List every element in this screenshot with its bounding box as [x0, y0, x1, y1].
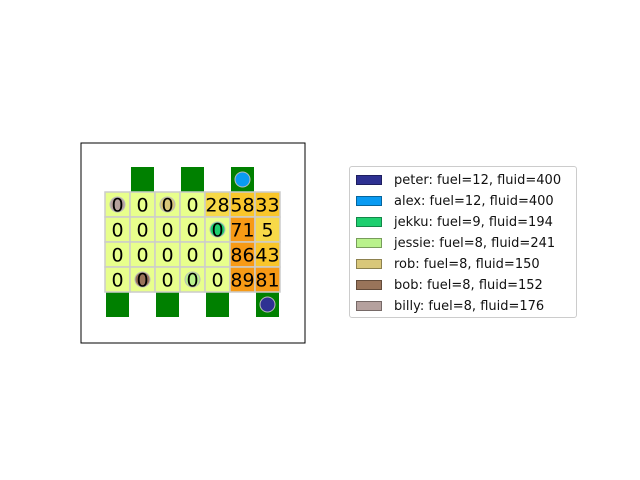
cell-value: 0: [111, 195, 123, 217]
legend-item-bob: bob: fuel=8, fluid=152: [356, 276, 543, 294]
cell-value: 43: [255, 245, 279, 267]
agent-billy: [109, 196, 126, 213]
agent-legend: peter: fuel=12, fluid=400 alex: fuel=12,…: [349, 166, 577, 318]
legend-item-billy: billy: fuel=8, fluid=176: [356, 297, 544, 315]
grid-cell: [254, 216, 281, 243]
station-bottom-0: [106, 292, 129, 317]
cell-value: 0: [111, 220, 123, 242]
cell-value: 58: [230, 195, 254, 217]
cell-value: 81: [255, 270, 279, 292]
grid-cell: [179, 241, 206, 268]
grid-cell: [254, 191, 281, 218]
legend-item-peter: peter: fuel=12, fluid=400: [356, 171, 561, 189]
cell-value: 0: [136, 245, 148, 267]
legend-swatch-jessie: [356, 238, 382, 248]
grid-cell: [104, 266, 131, 293]
cell-value: 0: [211, 270, 223, 292]
agent-peter: [259, 296, 276, 313]
agent-jessie: [184, 271, 201, 288]
legend-swatch-bob: [356, 280, 382, 290]
legend-label-jessie: jessie: fuel=8, fluid=241: [394, 235, 556, 251]
grid-cell: [179, 216, 206, 243]
station-top-3: [181, 167, 204, 192]
grid-cell: [204, 191, 231, 218]
grid-cell: [229, 241, 256, 268]
station-bottom-4: [206, 292, 229, 317]
cell-value: 0: [136, 270, 148, 292]
grid-cell: [229, 266, 256, 293]
cell-value: 28: [205, 195, 229, 217]
grid-cell: [254, 241, 281, 268]
legend-item-jekku: jekku: fuel=9, fluid=194: [356, 213, 553, 231]
agent-rob: [159, 196, 176, 213]
cell-value: 86: [230, 245, 254, 267]
legend-swatch-rob: [356, 259, 382, 269]
legend-swatch-billy: [356, 301, 382, 311]
grid-cell: [129, 241, 156, 268]
cell-value: 0: [161, 195, 173, 217]
legend-swatch-alex: [356, 196, 382, 206]
cell-value: 0: [161, 245, 173, 267]
station-bottom-2: [156, 292, 179, 317]
cell-value: 33: [255, 195, 279, 217]
cell-value: 0: [186, 195, 198, 217]
grid-cell: [204, 266, 231, 293]
legend-swatch-peter: [356, 175, 382, 185]
cell-value: 71: [230, 220, 254, 242]
legend-label-alex: alex: fuel=12, fluid=400: [394, 193, 554, 209]
agent-alex: [234, 171, 251, 188]
legend-item-rob: rob: fuel=8, fluid=150: [356, 255, 540, 273]
legend-label-peter: peter: fuel=12, fluid=400: [394, 172, 562, 188]
cell-value: 0: [211, 245, 223, 267]
cell-value: 0: [211, 220, 223, 242]
legend-label-billy: billy: fuel=8, fluid=176: [394, 298, 545, 314]
station-top-1: [131, 167, 154, 192]
cell-value: 0: [136, 195, 148, 217]
legend-item-jessie: jessie: fuel=8, fluid=241: [356, 234, 555, 252]
cell-value: 0: [161, 220, 173, 242]
legend-label-rob: rob: fuel=8, fluid=150: [394, 256, 540, 272]
cell-value: 0: [161, 270, 173, 292]
cell-value: 0: [186, 270, 198, 292]
cell-value: 89: [230, 270, 254, 292]
cell-value: 0: [186, 245, 198, 267]
grid-cell: [129, 216, 156, 243]
cell-value: 5: [261, 220, 273, 242]
agent-bob: [134, 271, 151, 288]
legend-label-bob: bob: fuel=8, fluid=152: [394, 277, 543, 293]
cell-value: 0: [186, 220, 198, 242]
agent-jekku: [209, 221, 226, 238]
cell-value: 0: [136, 220, 148, 242]
cell-value: 0: [111, 245, 123, 267]
grid-cell: [254, 266, 281, 293]
legend-swatch-jekku: [356, 217, 382, 227]
cell-value: 0: [111, 270, 123, 292]
legend-label-jekku: jekku: fuel=9, fluid=194: [394, 214, 553, 230]
legend-item-alex: alex: fuel=12, fluid=400: [356, 192, 554, 210]
